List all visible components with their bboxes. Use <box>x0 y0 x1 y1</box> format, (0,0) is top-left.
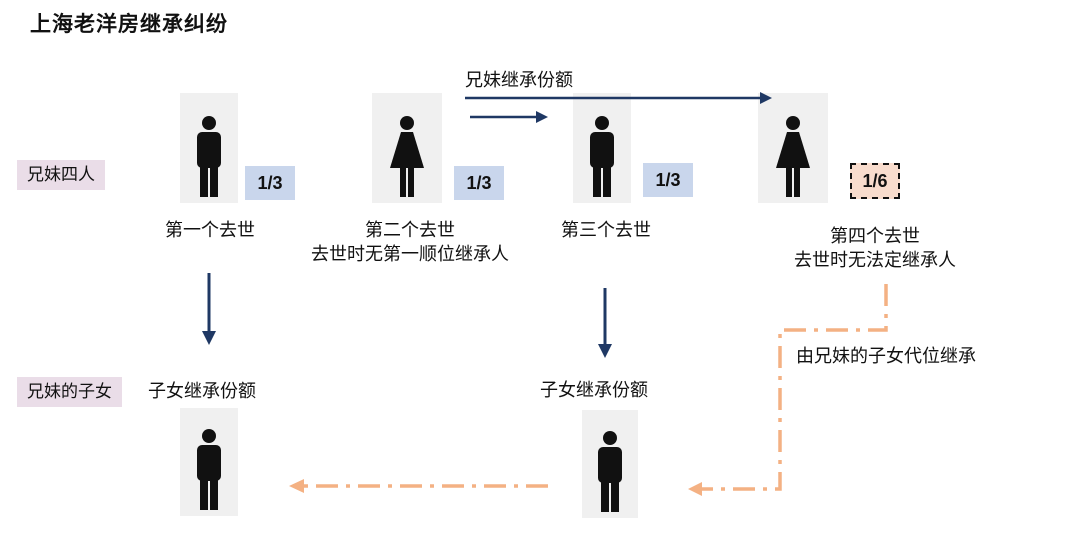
person-female-icon <box>776 116 810 197</box>
sibling-4-caption-line-1: 第四个去世 <box>830 226 920 247</box>
page-title: 上海老洋房继承纠纷 <box>30 12 228 36</box>
row-label-children: 兄妹的子女 <box>17 377 122 407</box>
share-badge-sibling-4: 1/6 <box>850 163 900 199</box>
person-male-icon <box>598 431 622 512</box>
person-female-icon <box>390 116 424 197</box>
sibling-3-caption-line-1: 第三个去世 <box>561 220 651 241</box>
child-1-figure <box>180 408 238 516</box>
person-male-icon <box>590 116 614 197</box>
long-arrow-to-sibling-4 <box>465 92 772 104</box>
down-arrow-sibling-1 <box>202 273 216 345</box>
person-male-icon <box>197 429 221 510</box>
row-label-siblings: 兄妹四人 <box>17 160 105 190</box>
dashed-arrow-label: 由兄妹的子女代位继承 <box>796 346 976 367</box>
sibling-1-figure <box>180 93 238 203</box>
sibling-2-figure <box>372 93 442 203</box>
sibling-3-caption: 第三个去世 <box>536 219 676 243</box>
sibling-2-caption-line-1: 第二个去世 <box>365 220 455 241</box>
sibling-1-caption-line-1: 第一个去世 <box>165 220 255 241</box>
sibling-3-figure <box>573 93 631 203</box>
person-male-icon <box>197 116 221 197</box>
top-arrow-label: 兄妹继承份额 <box>465 70 573 91</box>
sibling-1-caption: 第一个去世 <box>140 219 280 243</box>
child-2-figure <box>582 410 638 518</box>
share-badge-sibling-2: 1/3 <box>454 166 504 200</box>
child-2-caption: 子女继承份额 <box>540 380 648 401</box>
share-badge-sibling-3: 1/3 <box>643 163 693 197</box>
dashed-arrow-child-2-to-child-1 <box>289 479 548 493</box>
share-badge-sibling-1: 1/3 <box>245 166 295 200</box>
dashed-arrow-sibling-4-to-child-2 <box>688 284 888 496</box>
short-arrow-to-sibling-3 <box>470 111 548 123</box>
sibling-4-figure <box>758 93 828 203</box>
sibling-2-caption-line-2: 去世时无第一顺位继承人 <box>311 244 509 265</box>
sibling-4-caption: 第四个去世 去世时无法定继承人 <box>760 225 990 273</box>
sibling-4-caption-line-2: 去世时无法定继承人 <box>794 250 956 271</box>
sibling-2-caption: 第二个去世 去世时无第一顺位继承人 <box>290 219 530 267</box>
child-1-caption: 子女继承份额 <box>148 381 256 402</box>
down-arrow-sibling-3 <box>598 288 612 358</box>
